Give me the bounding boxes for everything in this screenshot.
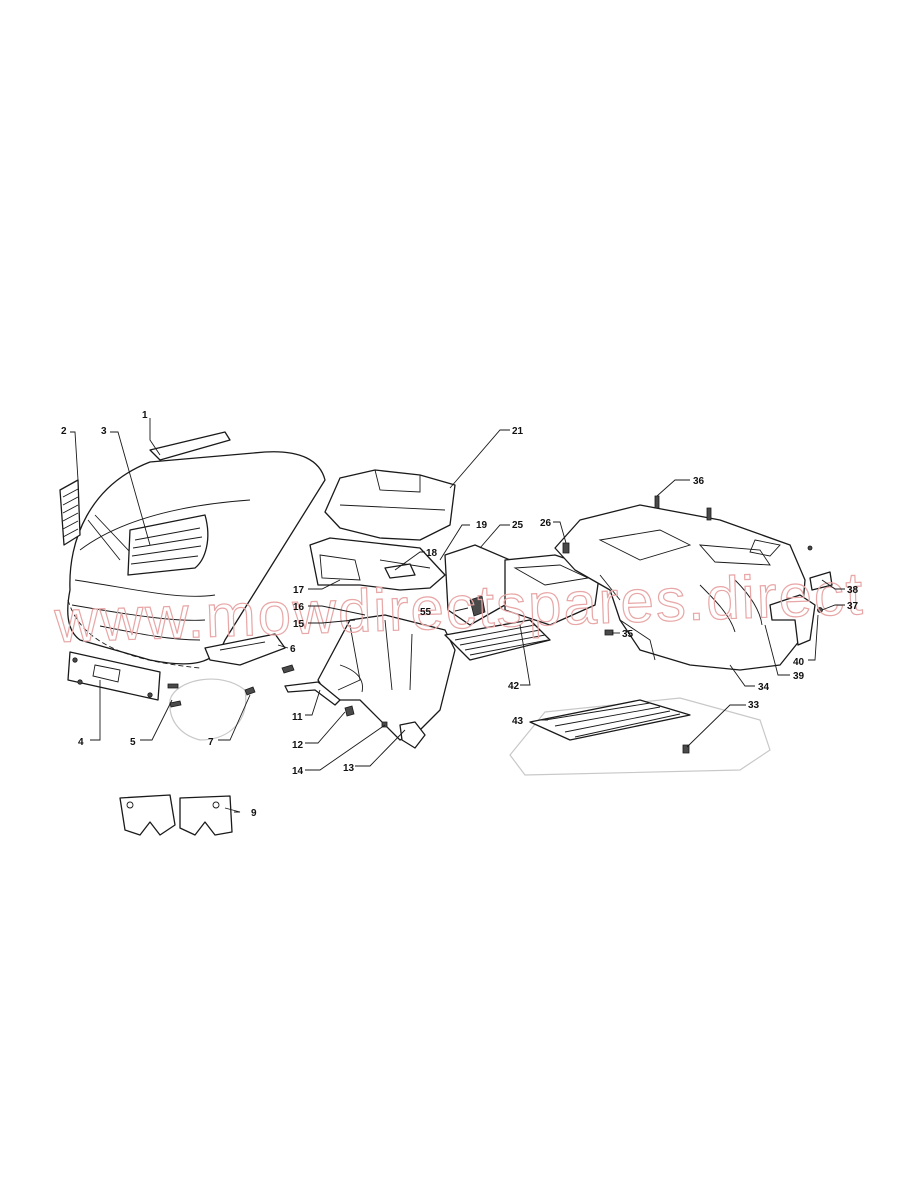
callout-1: 1 xyxy=(142,410,148,421)
callout-3: 3 xyxy=(101,426,107,437)
callout-14: 14 xyxy=(292,766,304,777)
hinge-bracket-part xyxy=(204,633,286,666)
callout-16: 16 xyxy=(293,602,305,613)
tank-cover-part xyxy=(324,469,456,541)
dashboard-part xyxy=(309,537,446,591)
lens-part xyxy=(127,514,209,576)
callout-7: 7 xyxy=(208,737,214,748)
callout-17: 17 xyxy=(293,585,305,596)
grille-part xyxy=(59,479,81,546)
callout-34: 34 xyxy=(758,682,770,693)
callout-40: 40 xyxy=(793,657,805,668)
callout-36: 36 xyxy=(693,476,705,487)
footrest-mat-part xyxy=(444,619,551,661)
callout-42: 42 xyxy=(508,681,520,692)
rear-bracket-parts xyxy=(562,495,833,646)
callout-43: 43 xyxy=(512,716,524,727)
callout-11: 11 xyxy=(292,712,303,723)
screw-parts xyxy=(167,664,295,708)
callout-37: 37 xyxy=(847,601,859,612)
callout-labels: 1 2 3 4 5 6 7 9 11 12 14 13 15 16 17 18 … xyxy=(61,410,859,819)
callout-19: 19 xyxy=(476,520,488,531)
column-cover-part xyxy=(317,614,456,741)
front-plate-part xyxy=(67,651,161,701)
callout-21: 21 xyxy=(512,426,524,437)
callout-55: 55 xyxy=(420,607,432,618)
callout-15: 15 xyxy=(293,619,305,630)
leader-lines xyxy=(70,418,845,813)
callout-12: 12 xyxy=(292,740,304,751)
callout-38: 38 xyxy=(847,585,859,596)
foot-platform-part xyxy=(509,697,771,776)
callout-39: 39 xyxy=(793,671,805,682)
callout-35: 35 xyxy=(622,629,634,640)
callout-33: 33 xyxy=(748,700,760,711)
console-part xyxy=(444,544,601,626)
seal-parts xyxy=(119,794,233,836)
callout-26: 26 xyxy=(540,518,552,529)
callout-13: 13 xyxy=(343,763,355,774)
small-parts xyxy=(284,681,426,749)
chassis-ghost xyxy=(169,678,247,741)
callout-6: 6 xyxy=(290,644,296,655)
callout-5: 5 xyxy=(130,737,136,748)
callout-2: 2 xyxy=(61,426,67,437)
callout-18: 18 xyxy=(426,548,438,559)
callout-4: 4 xyxy=(78,737,84,748)
rear-body-part xyxy=(554,504,806,671)
callout-9: 9 xyxy=(251,808,257,819)
callout-25: 25 xyxy=(512,520,524,531)
